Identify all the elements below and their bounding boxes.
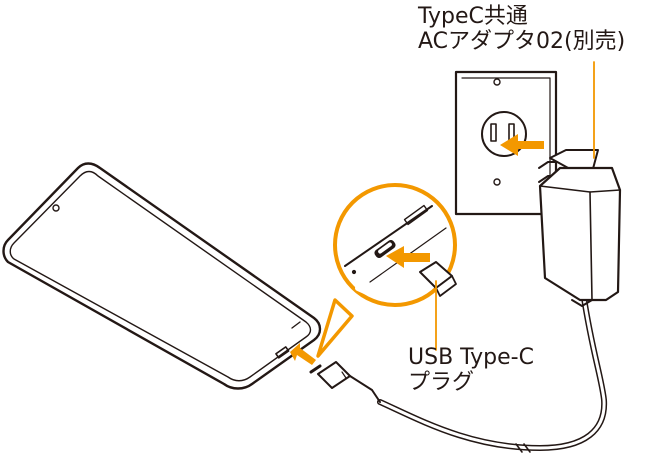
plug-label-line1: USB Type-C [408,345,534,370]
smartphone [2,162,322,390]
arrow-to-outlet [500,134,544,156]
adapter-label-line1: TypeC共通 [418,4,528,29]
plug-label: USB Type-C プラグ [408,345,534,395]
leader-lines [435,61,595,351]
usb-cable [377,295,608,453]
arrow-to-phone-port [290,343,316,365]
ac-adapter [538,149,622,307]
arrow-to-port-closeup [386,246,430,268]
adapter-label: TypeC共通 ACアダプタ02(別売) [418,4,625,54]
plug-label-line2: プラグ [408,370,475,395]
usb-c-plug-closeup [419,261,457,297]
adapter-label-line2: ACアダプタ02(別売) [418,29,626,54]
usb-c-plug [309,361,381,403]
